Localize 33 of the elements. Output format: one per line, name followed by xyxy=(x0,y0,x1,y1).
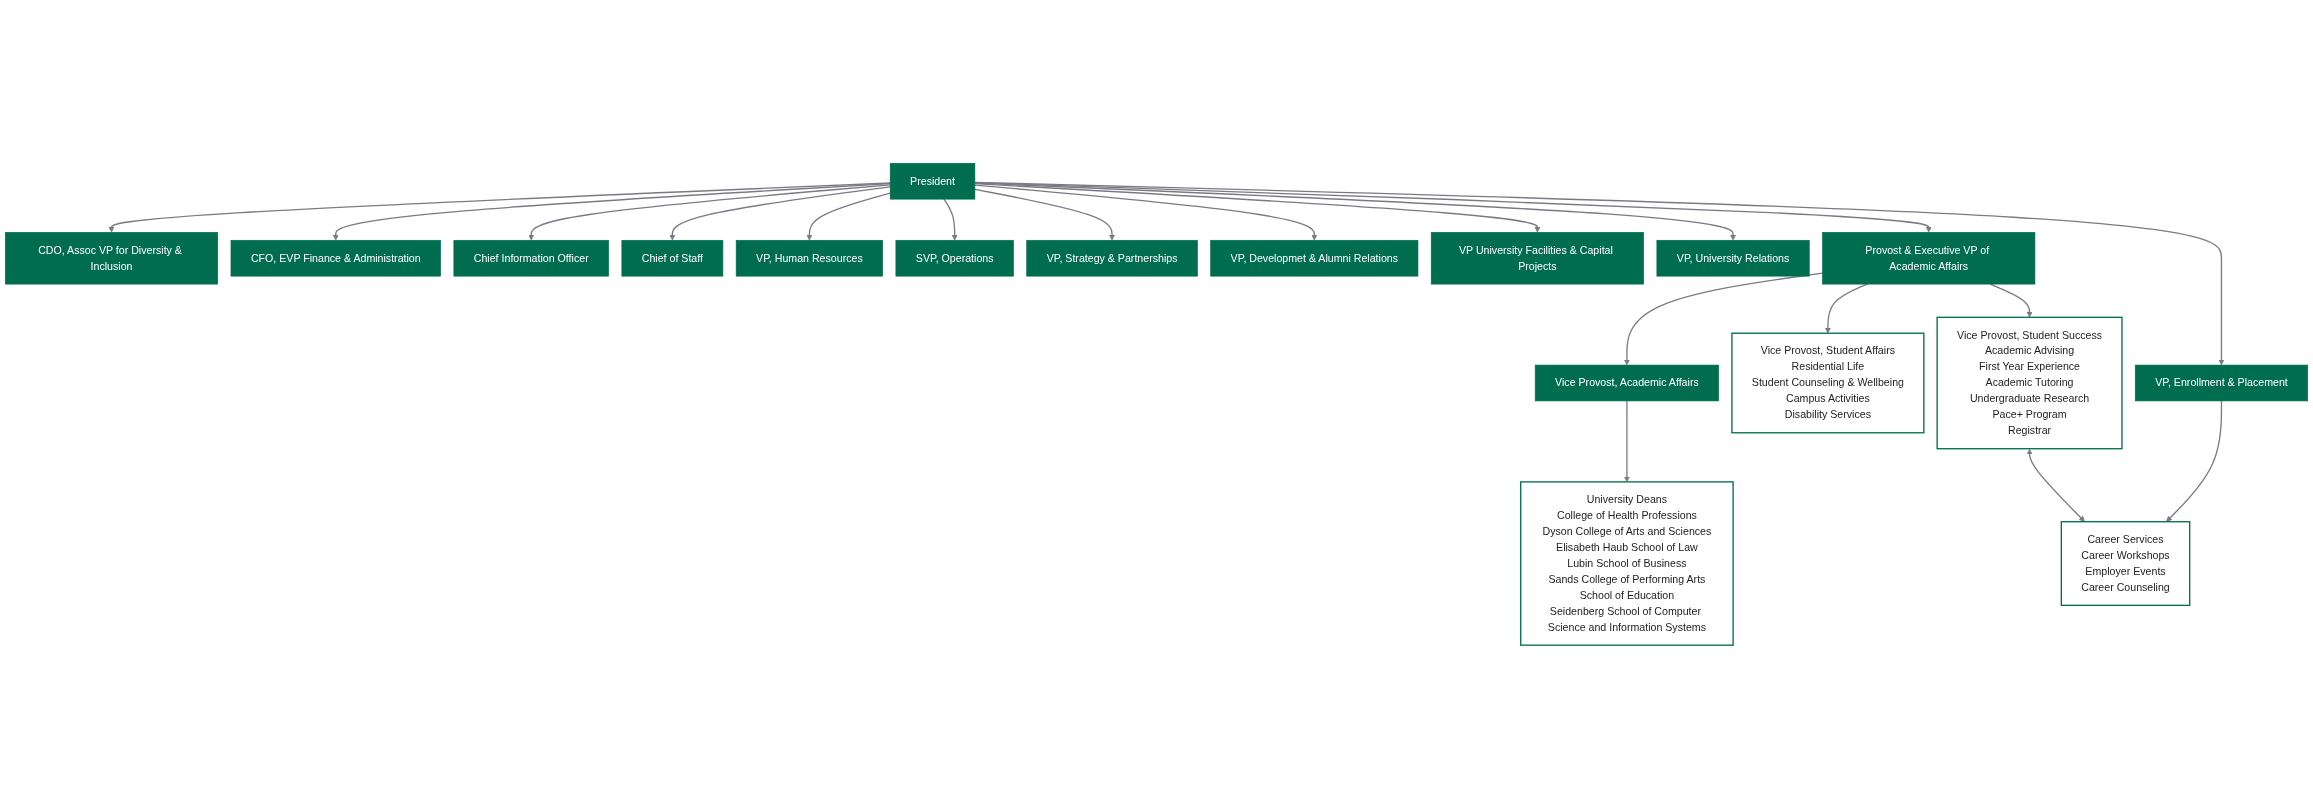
arrow xyxy=(1624,272,1824,366)
node-box: President xyxy=(889,163,976,200)
arrow xyxy=(974,184,1318,241)
node-box: VP, Enrollment & Placement xyxy=(2134,365,2308,402)
node-box: CFO, EVP Finance & Administration xyxy=(230,240,441,277)
node-box: Chief Information Officer xyxy=(453,240,609,277)
node-box: University Deans College of Health Professions Dyson College of Arts and Sciences Elisabeth Haub School of Law Lubin School of Business Sands College of Performing Arts School of Education Seidenberg School of Computer Science and Information Systems xyxy=(1520,481,1734,647)
arrow xyxy=(108,182,891,233)
arrow xyxy=(1624,400,1630,483)
node-box: Vice Provost, Academic Affairs xyxy=(1534,365,1719,402)
node-box: Chief of Staff xyxy=(621,240,724,277)
node-box: VP, Human Resources xyxy=(735,240,883,277)
arrow xyxy=(1824,283,1868,334)
arrow xyxy=(806,192,891,241)
arrow xyxy=(974,182,1736,241)
arrow xyxy=(669,186,891,241)
node-box: VP, Developmet & Alumni Relations xyxy=(1210,240,1419,277)
node-box: VP, Strategy & Partnerships xyxy=(1026,240,1198,277)
node-box: VP University Facilities & Capital Projects xyxy=(1430,232,1644,285)
arrow xyxy=(528,184,891,241)
node-box: SVP, Operations xyxy=(895,240,1014,277)
node-box: Vice Provost, Student Success Academic Advising First Year Experience Academic Tutoring Undergraduate Research Pace+ Program Registrar xyxy=(1936,316,2123,450)
arrow xyxy=(332,183,891,241)
arrow xyxy=(2166,400,2223,523)
node-box: CDO, Assoc VP for Diversity & Inclusion xyxy=(4,232,219,285)
arrow xyxy=(974,188,1115,241)
arrow xyxy=(974,181,2225,366)
node-box: Career Services Career Workshops Employer Events Career Counseling xyxy=(2060,521,2191,607)
arrow xyxy=(2026,448,2085,523)
arrow xyxy=(943,198,958,241)
node-box: Provost & Executive VP of Academic Affairs xyxy=(1822,232,2036,285)
node-box: VP, University Relations xyxy=(1656,240,1810,277)
node-box: Vice Provost, Student Affairs Residential Life Student Counseling & Wellbeing Campus Activities Disability Services xyxy=(1731,332,1925,434)
